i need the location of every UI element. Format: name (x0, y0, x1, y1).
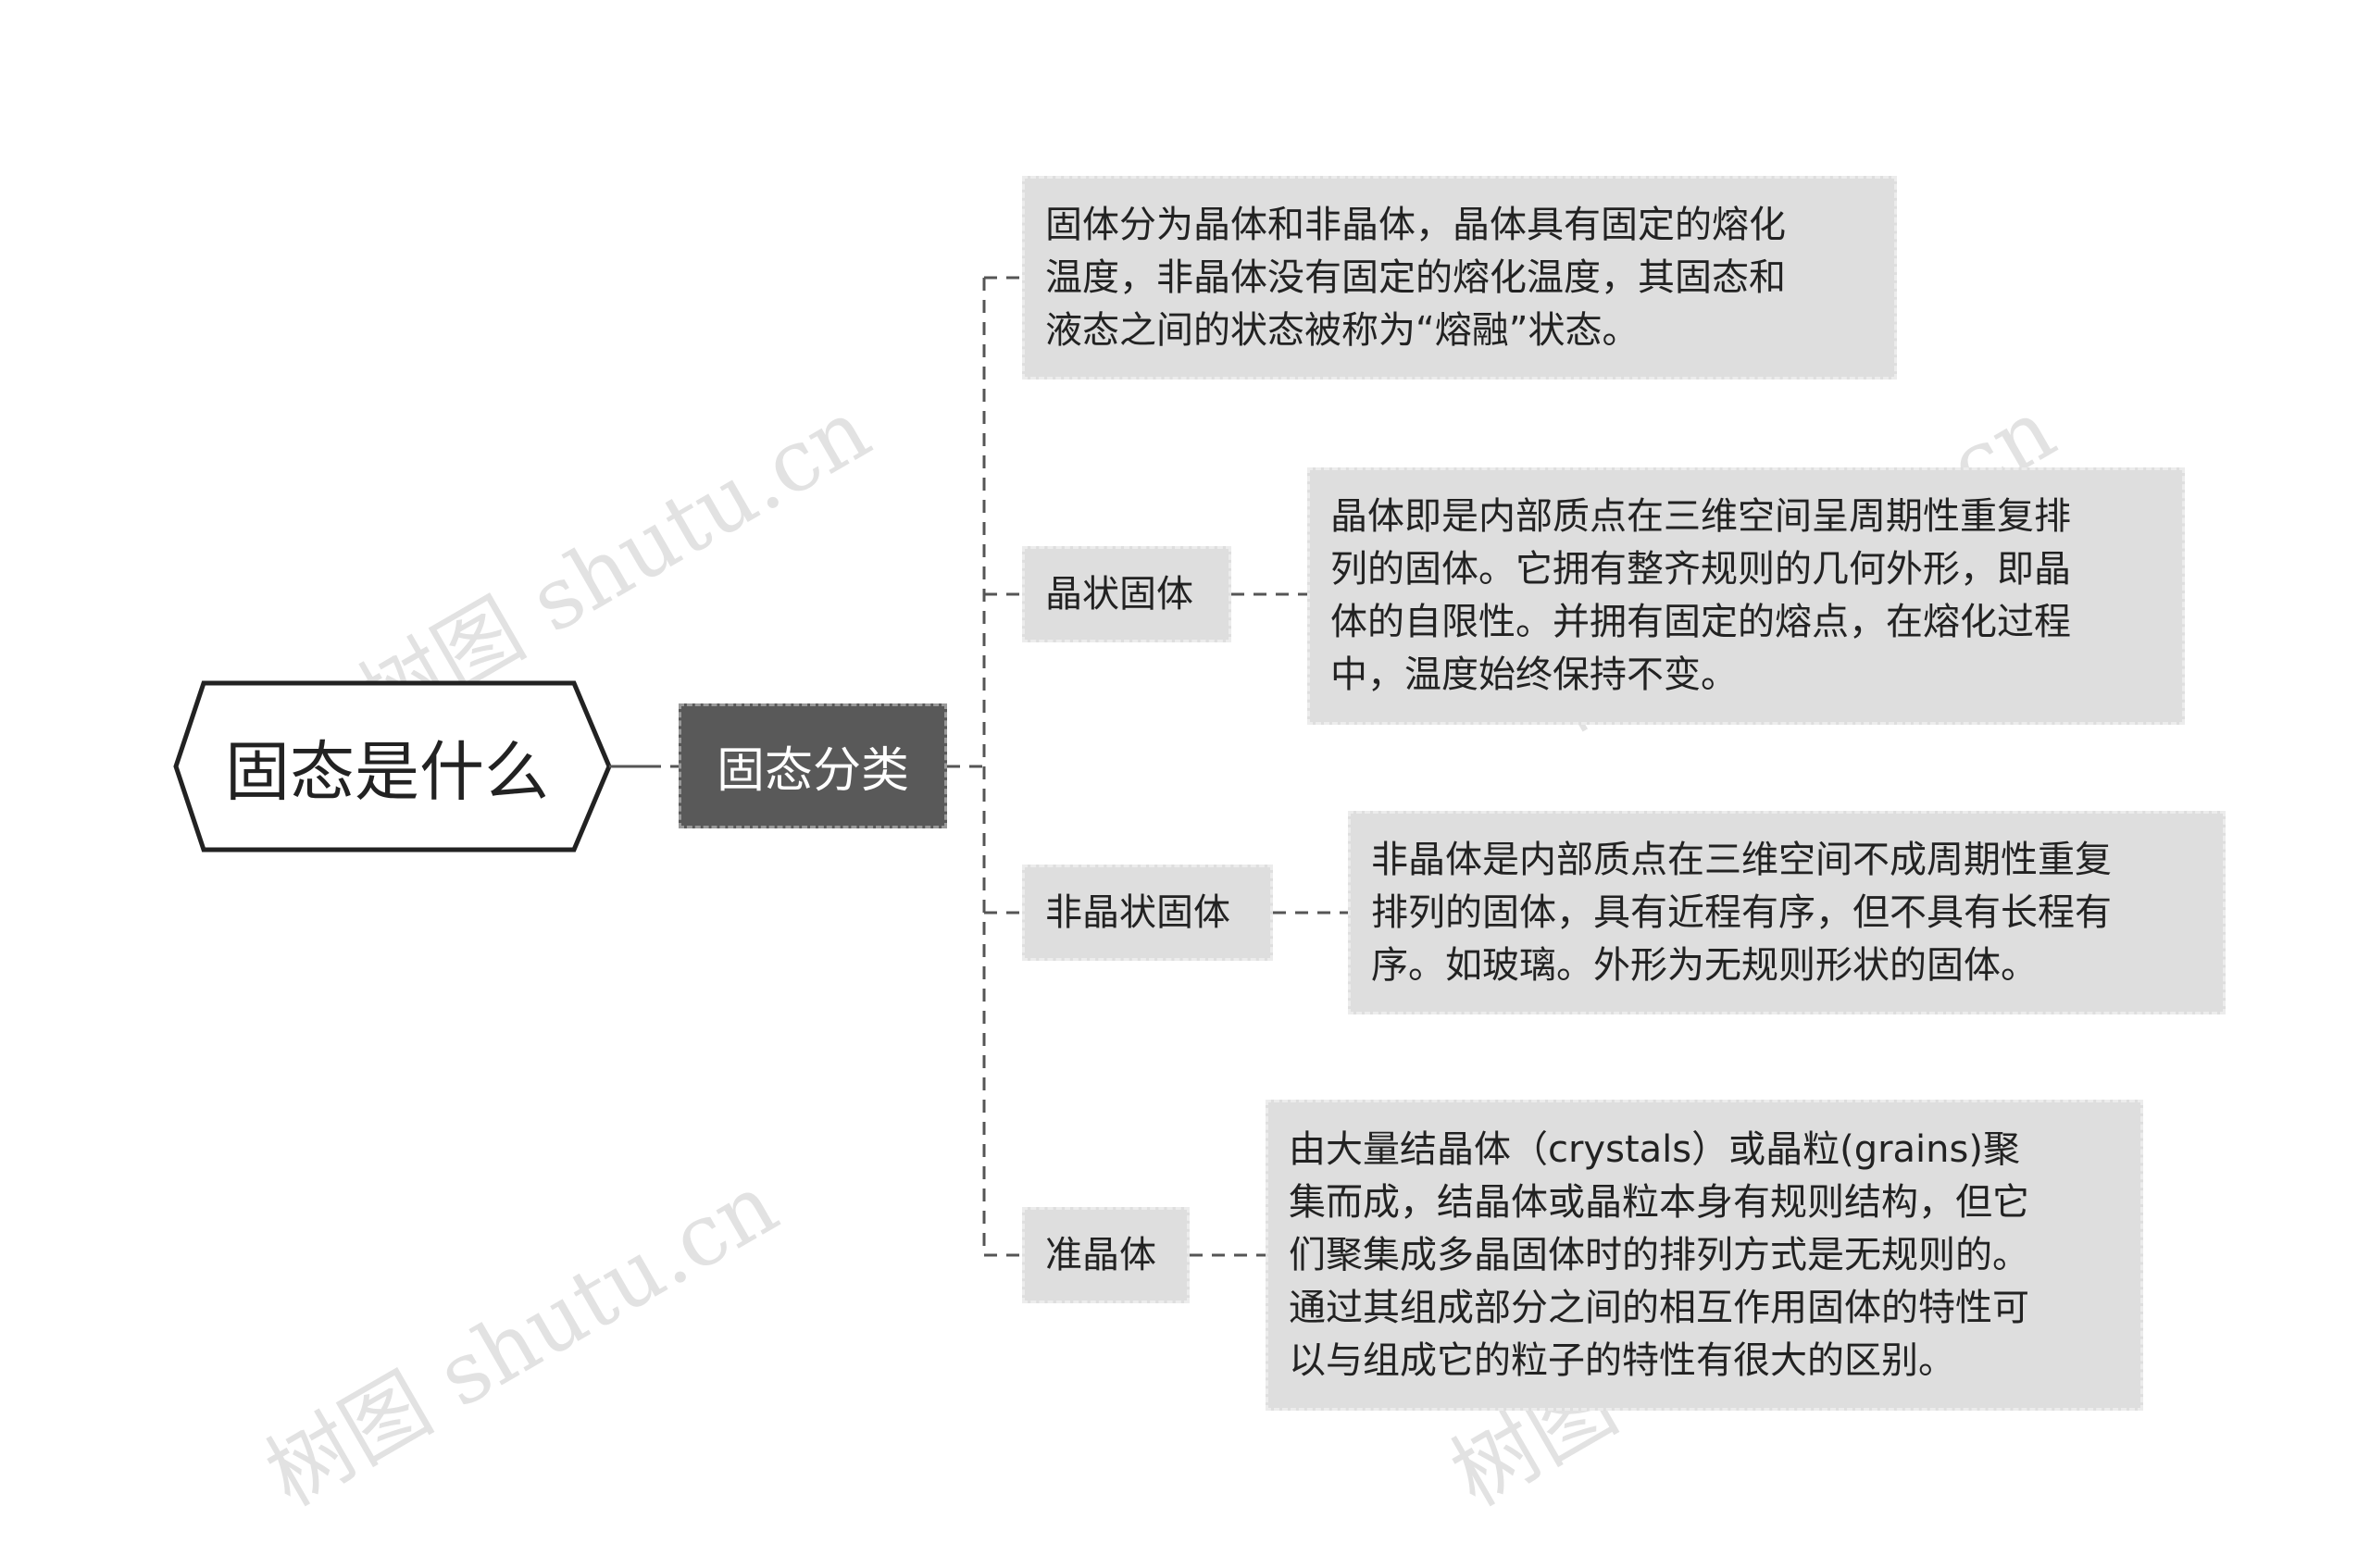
root-topic[interactable]: 固态是什么 (225, 733, 549, 810)
root-hexagon (173, 680, 612, 852)
category-label: 固态分类 (716, 743, 909, 799)
branch-label: 晶状固体 (1045, 572, 1193, 616)
detail-line: 序。如玻璃。外形为无规则形状的固体。 (1371, 943, 2038, 987)
detail-line: 们聚集成多晶固体时的排列方式是无规则的。 (1289, 1233, 2029, 1276)
intro-text: 固体分为晶体和非晶体，晶体具有固定的熔化 温度，非晶体没有固定的熔化温度，其固态… (1045, 199, 1786, 357)
detail-line: 非晶体是内部质点在三维空间不成周期性重复 (1371, 838, 2112, 881)
detail-line: 以与组成它的粒子的特性有很大的区别。 (1289, 1338, 1955, 1382)
detail-crystalline[interactable]: 晶体即是内部质点在三维空间呈周期性重复排 列的固体。它拥有整齐规则的几何外形，即… (1307, 467, 2185, 725)
branch-label-quasicrystal[interactable]: 准晶体 (1022, 1207, 1190, 1303)
intro-node[interactable]: 固体分为晶体和非晶体，晶体具有固定的熔化 温度，非晶体没有固定的熔化温度，其固态… (1022, 176, 1897, 380)
branch-label-crystalline[interactable]: 晶状固体 (1022, 546, 1231, 642)
detail-line: 通过其组成部分之间的相互作用固体的特性可 (1289, 1286, 2029, 1329)
category-node[interactable]: 固态分类 (679, 703, 947, 828)
detail-text: 非晶体是内部质点在三维空间不成周期性重复 排列的固体，具有近程有序，但不具有长程… (1371, 834, 2112, 992)
branch-label: 准晶体 (1045, 1233, 1156, 1276)
detail-line: 列的固体。它拥有整齐规则的几何外形，即晶 (1330, 548, 2071, 591)
detail-amorphous[interactable]: 非晶体是内部质点在三维空间不成周期性重复 排列的固体，具有近程有序，但不具有长程… (1348, 811, 2226, 1014)
detail-line: 体的自限性。并拥有固定的熔点，在熔化过程 (1330, 601, 2071, 643)
detail-quasicrystal[interactable]: 由大量结晶体（crystals）或晶粒(grains)聚 集而成，结晶体或晶粒本… (1266, 1100, 2143, 1411)
branch-label-amorphous[interactable]: 非晶状固体 (1022, 865, 1273, 961)
detail-line: 中，温度始终保持不变。 (1330, 653, 1738, 696)
intro-line: 固体分为晶体和非晶体，晶体具有固定的熔化 (1045, 203, 1786, 246)
detail-line: 集而成，结晶体或晶粒本身有规则结构，但它 (1289, 1180, 2029, 1224)
detail-text: 由大量结晶体（crystals）或晶粒(grains)聚 集而成，结晶体或晶粒本… (1289, 1124, 2029, 1388)
detail-line: 排列的固体，具有近程有序，但不具有长程有 (1371, 890, 2112, 934)
detail-line: 晶体即是内部质点在三维空间呈周期性重复排 (1330, 495, 2071, 538)
intro-line: 液态之间的状态被称为“熔融”状态。 (1045, 308, 1640, 352)
detail-line: 由大量结晶体（crystals）或晶粒(grains)聚 (1289, 1127, 2020, 1171)
branch-label: 非晶状固体 (1045, 890, 1230, 934)
intro-line: 温度，非晶体没有固定的熔化温度，其固态和 (1045, 255, 1786, 299)
detail-text: 晶体即是内部质点在三维空间呈周期性重复排 列的固体。它拥有整齐规则的几何外形，即… (1330, 491, 2071, 702)
